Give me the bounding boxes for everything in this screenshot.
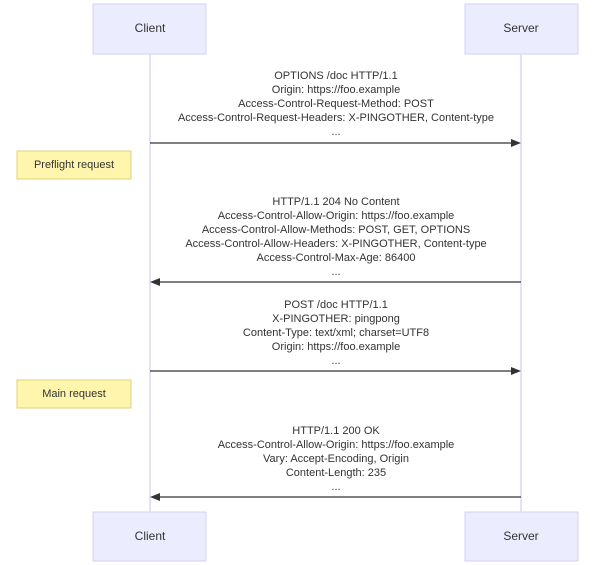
client-actor-top-label: Client — [135, 21, 166, 35]
message-line: ... — [331, 266, 340, 278]
server-actor-top-label: Server — [503, 21, 538, 35]
arrowhead-right — [511, 139, 521, 147]
message-line: Content-Type: text/xml; charset=UTF8 — [243, 327, 429, 339]
client-actor-top: Client — [92, 3, 207, 55]
message-preflight-response: HTTP/1.1 204 No Content Access-Control-A… — [150, 196, 521, 286]
message-line: HTTP/1.1 200 OK — [292, 425, 380, 437]
message-line: Access-Control-Max-Age: 86400 — [257, 252, 416, 264]
server-actor-bottom: Server — [464, 511, 579, 562]
arrowhead-left — [150, 278, 160, 286]
note-preflight: Preflight request — [16, 150, 132, 180]
message-line: ... — [331, 481, 340, 493]
message-line: ... — [331, 355, 340, 367]
message-line: Access-Control-Allow-Headers: X-PINGOTHE… — [185, 238, 486, 250]
server-actor-bottom-label: Server — [503, 529, 538, 543]
note-preflight-label: Preflight request — [34, 159, 114, 171]
message-line: ... — [331, 126, 340, 138]
client-actor-bottom-label: Client — [135, 529, 166, 543]
message-line: Origin: https://foo.example — [272, 84, 400, 96]
note-main: Main request — [16, 379, 132, 409]
server-actor-top: Server — [464, 3, 579, 55]
message-line: Content-Length: 235 — [286, 467, 386, 479]
message-line: POST /doc HTTP/1.1 — [284, 299, 388, 311]
message-main-response: HTTP/1.1 200 OK Access-Control-Allow-Ori… — [150, 425, 521, 501]
message-preflight-request: OPTIONS /doc HTTP/1.1 Origin: https://fo… — [150, 70, 521, 147]
arrowhead-right — [511, 367, 521, 375]
message-line: X-PINGOTHER: pingpong — [272, 313, 400, 325]
message-line: Origin: https://foo.example — [272, 341, 400, 353]
arrowhead-left — [150, 493, 160, 501]
message-line: Vary: Accept-Encoding, Origin — [263, 453, 409, 465]
message-line: Access-Control-Request-Method: POST — [238, 98, 434, 110]
note-main-label: Main request — [42, 388, 106, 400]
message-line: Access-Control-Request-Headers: X-PINGOT… — [178, 112, 494, 124]
message-main-request: POST /doc HTTP/1.1 X-PINGOTHER: pingpong… — [150, 299, 521, 375]
message-line: HTTP/1.1 204 No Content — [272, 196, 399, 208]
message-line: Access-Control-Allow-Origin: https://foo… — [218, 439, 455, 451]
message-line: Access-Control-Allow-Methods: POST, GET,… — [202, 224, 470, 236]
message-line: OPTIONS /doc HTTP/1.1 — [274, 70, 397, 82]
client-actor-bottom: Client — [92, 511, 207, 562]
message-line: Access-Control-Allow-Origin: https://foo… — [218, 210, 455, 222]
